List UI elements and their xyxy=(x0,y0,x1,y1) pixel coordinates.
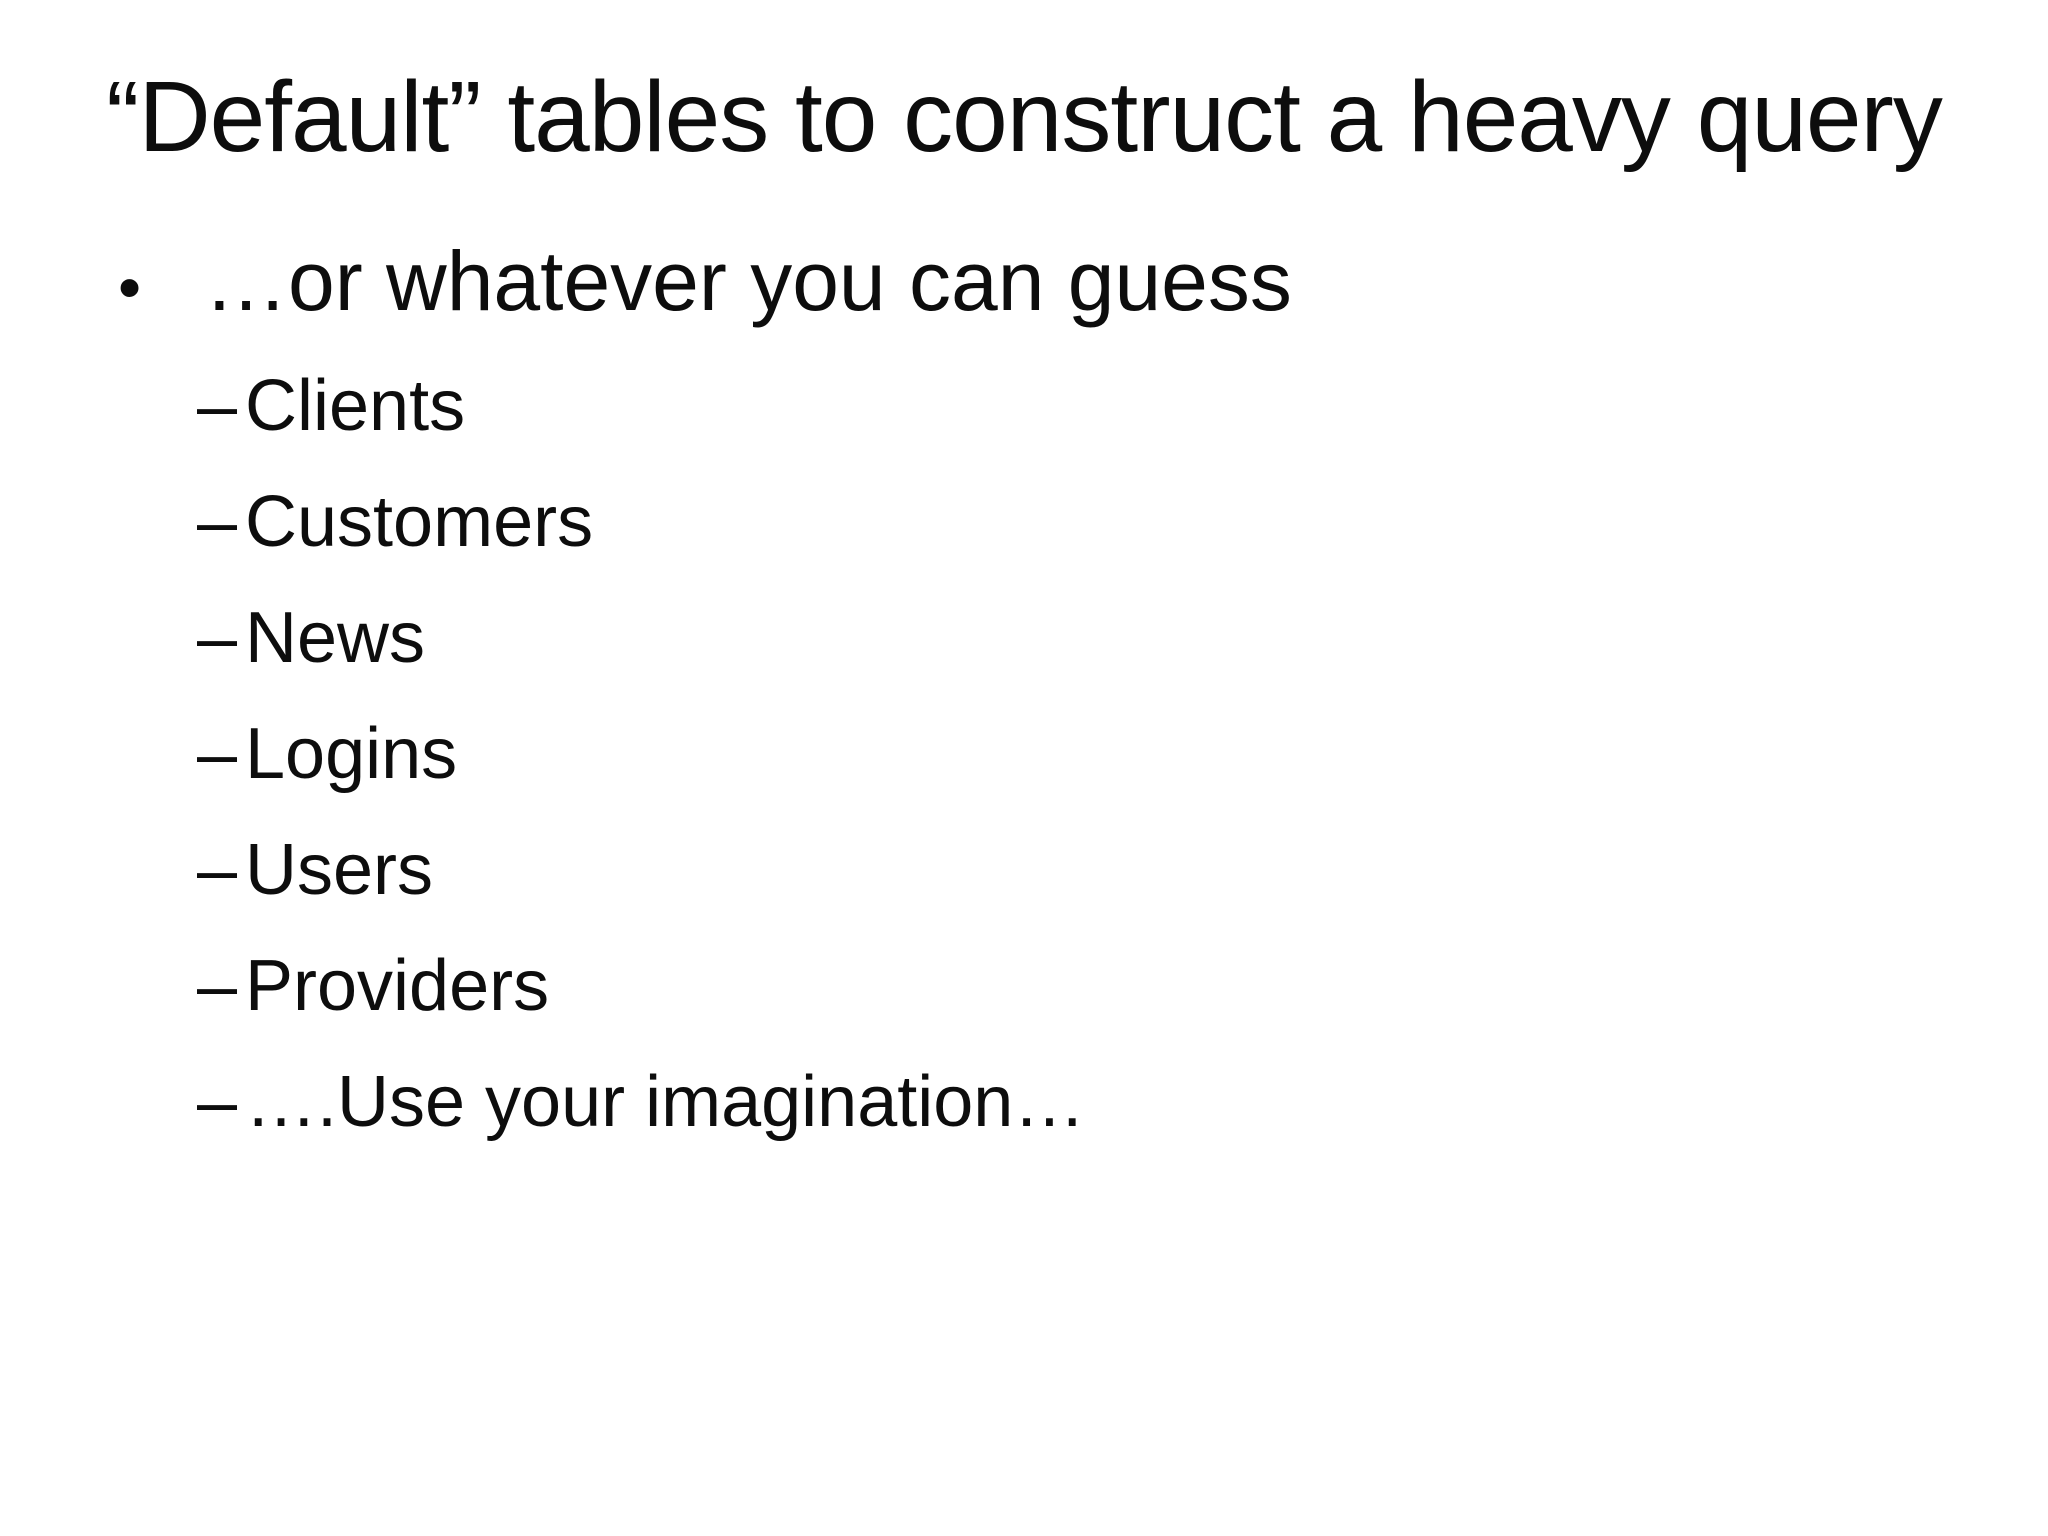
list-item-label: Providers xyxy=(245,945,550,1026)
sub-bullet-list: – Clients – Customers – News – Logins – … xyxy=(0,348,2048,1160)
list-item: – Clients xyxy=(0,348,2048,464)
bullet-marker: • xyxy=(118,250,142,324)
dash-marker: – xyxy=(197,365,238,446)
dash-marker: – xyxy=(197,829,238,910)
list-item-label: Clients xyxy=(245,365,466,446)
list-item-label: Users xyxy=(245,829,434,910)
bullet-line: • …or whatever you can guess xyxy=(0,231,2048,332)
list-item: – Logins xyxy=(0,696,2048,812)
dash-marker: – xyxy=(197,945,238,1026)
list-item: – Providers xyxy=(0,928,2048,1044)
dash-marker: – xyxy=(197,481,238,562)
dash-marker: – xyxy=(197,597,238,678)
list-item-label: News xyxy=(245,597,426,678)
slide-body: • …or whatever you can guess – Clients –… xyxy=(0,231,2048,1160)
list-item: – Users xyxy=(0,812,2048,928)
list-item-label: Customers xyxy=(245,481,594,562)
list-item: – ….Use your imagination… xyxy=(0,1044,2048,1160)
dash-marker: – xyxy=(197,1061,238,1142)
list-item-label: Logins xyxy=(245,713,458,794)
bullet-text: …or whatever you can guess xyxy=(204,234,1292,328)
slide-title: “Default” tables to construct a heavy qu… xyxy=(106,61,1943,173)
dash-marker: – xyxy=(197,713,238,794)
list-item: – News xyxy=(0,580,2048,696)
list-item-label: ….Use your imagination… xyxy=(245,1061,1086,1142)
list-item: – Customers xyxy=(0,464,2048,580)
